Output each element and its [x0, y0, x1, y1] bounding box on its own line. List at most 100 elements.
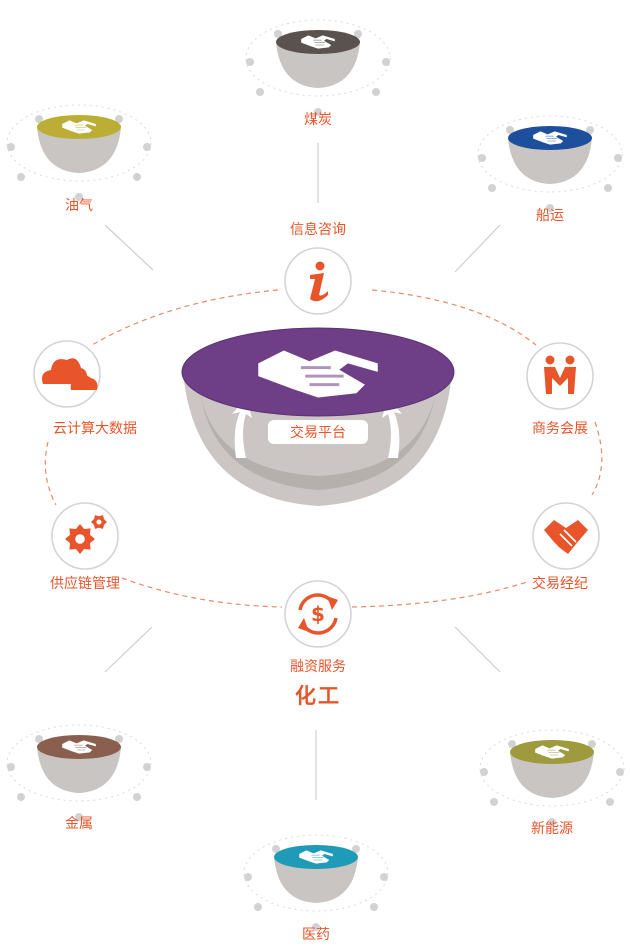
industry-node-metal — [6, 724, 152, 821]
orbit-ring — [6, 104, 152, 182]
orbit-dot — [506, 126, 514, 134]
orbit-ring — [243, 834, 389, 912]
service-circle — [284, 580, 352, 648]
service-node-brokerage — [532, 502, 600, 570]
svg-text:$: $ — [311, 602, 325, 626]
up-arrow-left — [232, 398, 252, 458]
orbit-dot — [614, 154, 622, 162]
platform-bowl-shade — [200, 392, 436, 490]
bowl-body — [274, 857, 358, 903]
service-circle — [526, 342, 594, 410]
orbit-dot — [370, 903, 378, 911]
orbit-dot — [7, 143, 15, 151]
label-highlight-industry: 化工 — [295, 684, 341, 708]
handshake-icon — [544, 520, 588, 554]
orbit-dot — [508, 740, 516, 748]
label-supply: 供应链管理 — [50, 576, 120, 592]
orbit-dot — [606, 798, 614, 806]
connector-lines — [104, 143, 501, 800]
service-ring — [44, 289, 603, 608]
orbit-dot — [312, 923, 320, 931]
orbit-dot — [604, 184, 612, 192]
orbit-dot — [548, 818, 556, 826]
platform-lid-rim — [181, 327, 455, 417]
people-icon — [544, 355, 576, 394]
orbit-dot — [17, 173, 25, 181]
service-node-info — [284, 247, 352, 315]
orbit-dot — [274, 30, 282, 38]
orbit-dot — [115, 735, 123, 743]
orbit-dot — [75, 813, 83, 821]
trading-platform-bowl: 交易平台 — [181, 327, 455, 506]
bowl-body — [508, 138, 592, 184]
orbit-dot — [372, 88, 380, 96]
cloud-icon — [42, 358, 98, 390]
service-node-cloud — [33, 340, 101, 408]
label-shipping: 船运 — [536, 208, 564, 224]
orbit-dot — [133, 793, 141, 801]
orbit-dot — [254, 903, 262, 911]
connector-shipping — [454, 224, 501, 273]
up-arrow-right — [382, 398, 402, 458]
service-node-finance: $ — [284, 580, 352, 648]
orbit-dot — [246, 58, 254, 66]
platform-label: 交易平台 — [290, 424, 346, 441]
bowl-body — [37, 747, 121, 793]
orbit-dot — [115, 115, 123, 123]
label-finance: 融资服务 — [290, 659, 346, 675]
orbit-dot — [35, 115, 43, 123]
orbit-dot — [244, 873, 252, 881]
orbit-dot — [133, 173, 141, 181]
orbit-dot — [143, 143, 151, 151]
orbit-dot — [588, 740, 596, 748]
info-icon — [310, 261, 328, 302]
gears-icon — [65, 515, 107, 554]
orbit-dot — [616, 768, 624, 776]
orbit-dot — [352, 845, 360, 853]
bowl-body — [276, 42, 360, 88]
bowl-body — [37, 127, 121, 173]
service-nodes: $ — [33, 247, 600, 648]
service-node-business — [526, 342, 594, 410]
orbit-dot — [35, 735, 43, 743]
orbit-dot — [7, 763, 15, 771]
dollar-cycle-icon: $ — [298, 593, 338, 635]
orbit-dot — [354, 30, 362, 38]
orbit-ring — [477, 115, 623, 193]
industry-node-shipping — [477, 115, 623, 212]
orbit-dot — [256, 88, 264, 96]
label-energy: 新能源 — [531, 821, 573, 837]
industry-node-oil — [6, 104, 152, 201]
label-brokerage: 交易经纪 — [532, 576, 588, 592]
orbit-dot — [546, 204, 554, 212]
platform-label-box — [268, 420, 368, 444]
orbit-dot — [143, 763, 151, 771]
orbit-dot — [314, 108, 322, 116]
label-medicine: 医药 — [302, 927, 330, 943]
connector-energy — [454, 626, 501, 673]
orbit-ring — [6, 724, 152, 802]
orbit-dot — [488, 184, 496, 192]
orbit-dot — [480, 768, 488, 776]
label-oil: 油气 — [65, 198, 93, 214]
orbit-dot — [17, 793, 25, 801]
service-node-supply — [51, 502, 119, 570]
industry-node-coal — [245, 19, 391, 116]
label-coal: 煤炭 — [304, 112, 332, 128]
orbit-dot — [382, 58, 390, 66]
label-business: 商务会展 — [532, 421, 588, 437]
orbit-ring — [479, 729, 625, 807]
orbit-dot — [490, 798, 498, 806]
industry-nodes — [6, 19, 625, 931]
connector-oil — [104, 224, 154, 271]
orbit-dot — [272, 845, 280, 853]
label-cloud: 云计算大数据 — [53, 421, 137, 437]
industry-node-energy — [479, 729, 625, 826]
label-info: 信息咨询 — [290, 222, 346, 238]
orbit-dot — [586, 126, 594, 134]
orbit-dot — [478, 154, 486, 162]
orbit-ring — [245, 19, 391, 97]
orbit-dot — [75, 193, 83, 201]
